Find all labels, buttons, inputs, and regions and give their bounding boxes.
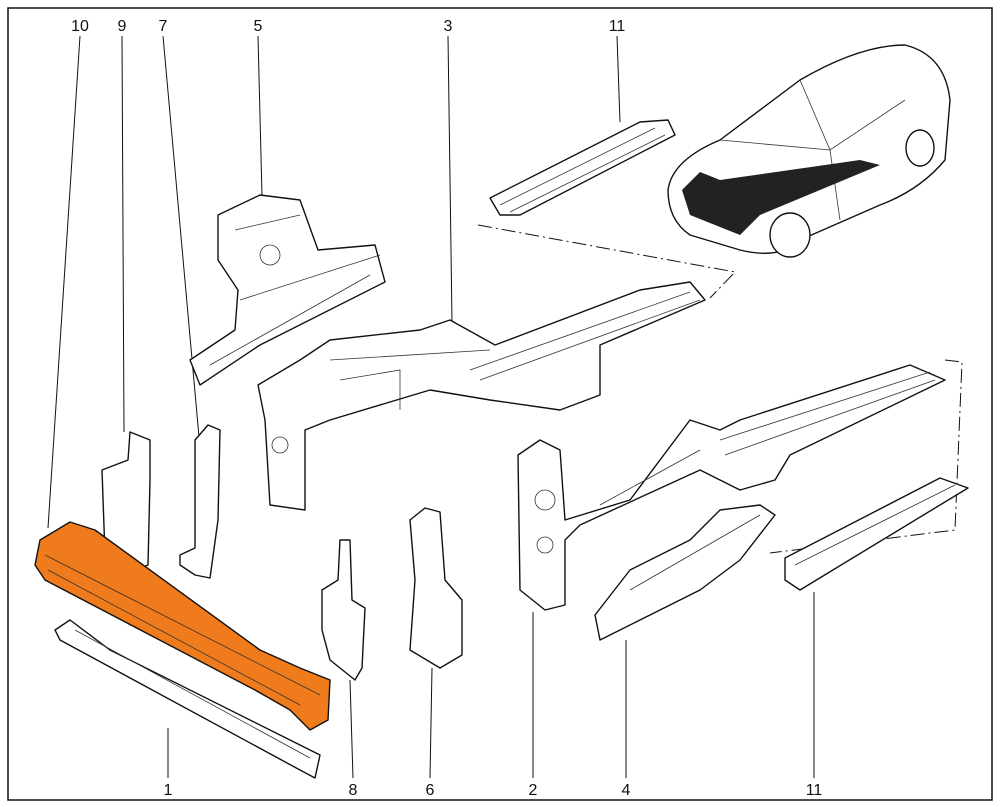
callout-4: 4 xyxy=(622,782,631,799)
assembly-dash-lines xyxy=(477,224,963,554)
part-2-front-rail-right xyxy=(517,364,946,611)
callout-11-top: 11 xyxy=(609,18,626,35)
part-1-bumper-absorber xyxy=(54,619,321,779)
frame-border xyxy=(7,7,993,801)
leader-lines xyxy=(47,35,815,779)
callout-1: 1 xyxy=(164,782,173,799)
part-6-pillar-bracket xyxy=(409,507,463,669)
part-4-side-member xyxy=(594,504,776,641)
part-3-front-rail-left xyxy=(257,281,706,511)
callout-5: 5 xyxy=(254,18,263,35)
part-11-sill-lower xyxy=(784,477,969,591)
callout-10: 10 xyxy=(71,18,89,35)
part-10-bumper-reinforcement xyxy=(34,521,331,731)
part-5-wheelhouse-rail xyxy=(189,194,386,386)
callout-8: 8 xyxy=(349,782,358,799)
callouts-bottom: 1 8 6 2 4 11 xyxy=(164,782,823,799)
callouts-top: 10 9 7 5 3 11 xyxy=(71,18,625,35)
car-overview xyxy=(667,44,951,258)
part-8-bracket xyxy=(321,539,366,681)
callout-9: 9 xyxy=(118,18,127,35)
callout-3: 3 xyxy=(444,18,453,35)
callout-11-bottom: 11 xyxy=(806,782,823,799)
part-11-sill-upper xyxy=(489,119,676,216)
part-7-bracket xyxy=(179,424,221,579)
callout-2: 2 xyxy=(529,782,538,799)
callout-7: 7 xyxy=(159,18,168,35)
callout-6: 6 xyxy=(426,782,435,799)
